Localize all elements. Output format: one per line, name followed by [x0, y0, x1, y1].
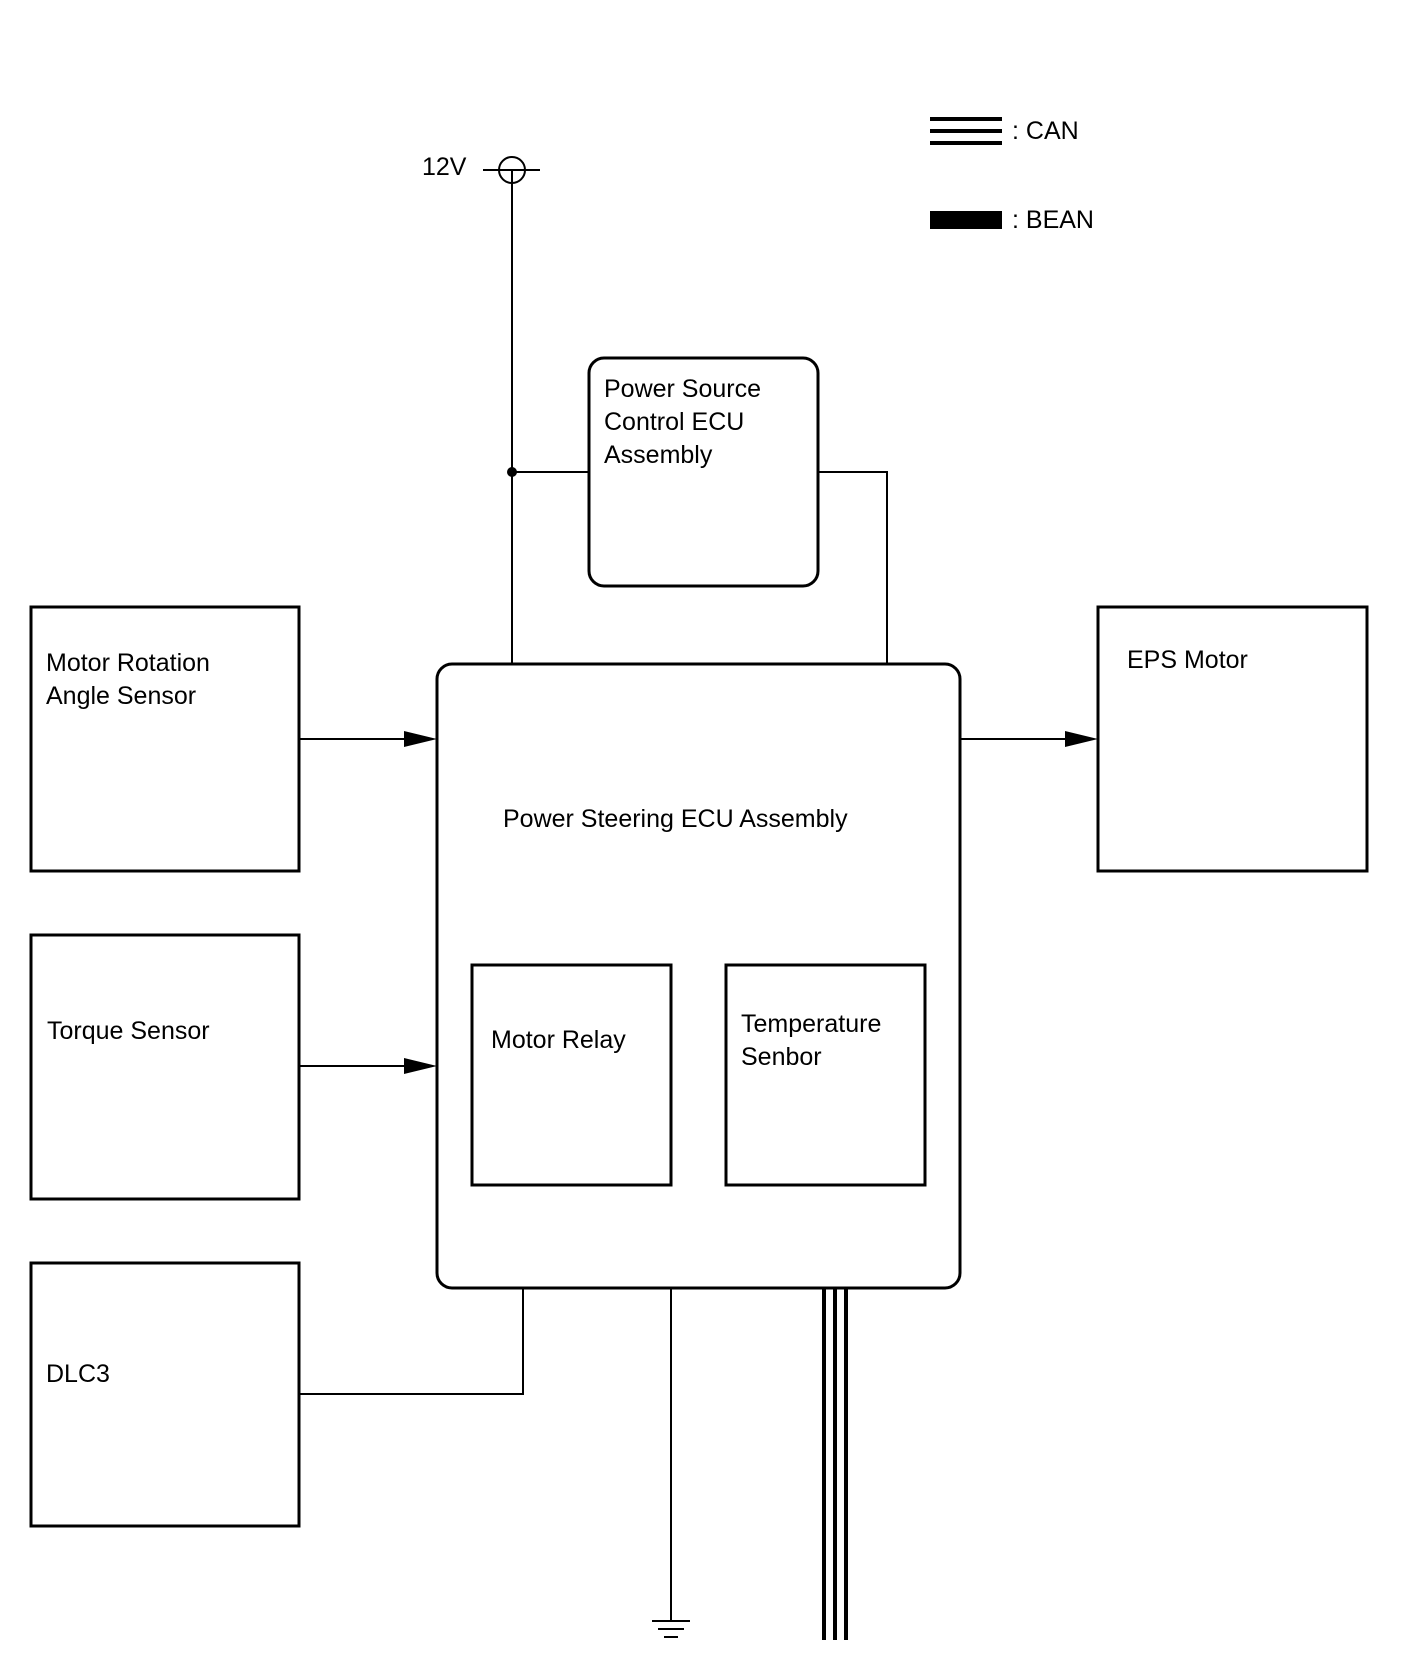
torque-sensor-arrow-icon [404, 1058, 437, 1074]
torque-sensor-block: Torque Sensor [29, 933, 301, 1201]
motor-relay-block: Motor Relay [470, 963, 673, 1187]
power-source-control-ecu-block: Power Source Control ECU Assembly [587, 356, 820, 588]
temperature-sensor-label: Temperature Senbor [741, 1010, 888, 1071]
power-source-ecu-line-1: Power Source [604, 375, 761, 403]
dlc3-label: DLC3 [46, 1360, 110, 1388]
ground-icon [652, 1620, 690, 1638]
power-source-ecu-line-3: Assembly [604, 441, 713, 469]
power-source-ecu-label: Power Source Control ECU Assembly [604, 375, 768, 469]
temperature-sensor-block: Temperature Senbor [724, 963, 927, 1187]
power-supply-12v: 12V [422, 153, 540, 664]
bean-legend-symbol [930, 211, 1002, 229]
motor-relay-label: Motor Relay [491, 1026, 626, 1054]
voltage-label: 12V [422, 153, 467, 181]
eps-motor-block: EPS Motor [1096, 605, 1369, 873]
motor-rotation-sensor-label: Motor Rotation Angle Sensor [46, 649, 217, 710]
dlc3-block: DLC3 [29, 1261, 301, 1528]
can-bus-lines [822, 1288, 848, 1640]
temperature-sensor-line-1: Temperature [741, 1010, 881, 1038]
power-source-ecu-line-2: Control ECU [604, 408, 744, 436]
can-legend-label: : CAN [1012, 117, 1079, 145]
eps-motor-arrow-icon [1065, 731, 1098, 747]
motor-rotation-sensor-arrow-icon [404, 731, 437, 747]
eps-motor-label: EPS Motor [1127, 646, 1248, 674]
power-steering-ecu-block: Power Steering ECU Assembly Motor Relay … [435, 662, 962, 1290]
can-legend-symbol [930, 117, 1002, 145]
bean-legend-label: : BEAN [1012, 206, 1094, 234]
temperature-sensor-line-2: Senbor [741, 1043, 822, 1071]
motor-rotation-sensor-line-1: Motor Rotation [46, 649, 210, 677]
power-steering-ecu-label: Power Steering ECU Assembly [503, 805, 848, 833]
dlc3-wire [299, 1288, 524, 1395]
legend: : CAN : BEAN [930, 117, 1094, 234]
power-source-ecu-output-wire [818, 471, 888, 664]
motor-rotation-sensor-line-2: Angle Sensor [46, 682, 196, 710]
motor-rotation-angle-sensor-block: Motor Rotation Angle Sensor [29, 605, 301, 873]
torque-sensor-label: Torque Sensor [47, 1017, 210, 1045]
ground-connection [652, 1288, 690, 1638]
